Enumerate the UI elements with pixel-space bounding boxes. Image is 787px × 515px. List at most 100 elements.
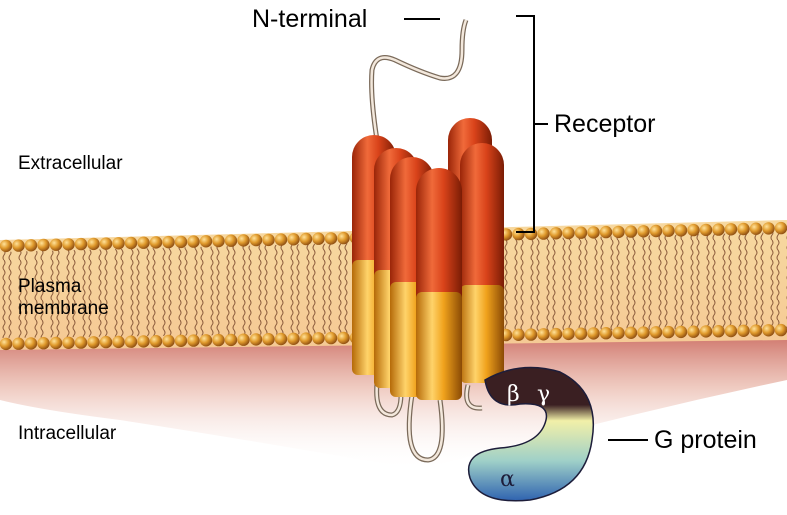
lipid-head <box>162 335 174 347</box>
lipid-head <box>612 327 624 339</box>
lipid-head <box>12 239 24 251</box>
receptor-label: Receptor <box>554 110 655 138</box>
lipid-head <box>650 225 662 237</box>
lipid-head <box>312 332 324 344</box>
lipid-head <box>87 238 99 250</box>
lipid-head <box>675 224 687 236</box>
lipid-head <box>150 335 162 347</box>
lipid-head <box>287 333 299 345</box>
lipid-head <box>112 336 124 348</box>
lipid-head <box>675 326 687 338</box>
lipid-head <box>187 334 199 346</box>
beta-subunit-label: β <box>507 383 520 407</box>
lipid-head <box>50 239 62 251</box>
lipid-head <box>562 328 574 340</box>
n-terminal-chain <box>372 20 466 140</box>
lipid-head <box>512 228 524 240</box>
lipid-head <box>725 223 737 235</box>
lipid-head <box>512 329 524 341</box>
lipid-head <box>587 327 599 339</box>
lipid-head <box>37 239 49 251</box>
lipid-head <box>575 227 587 239</box>
lipid-head <box>562 227 574 239</box>
lipid-head <box>775 324 787 336</box>
lipid-head <box>612 226 624 238</box>
lipid-head <box>300 233 312 245</box>
lipid-head <box>250 333 262 345</box>
lipid-head <box>600 327 612 339</box>
lipid-head <box>637 326 649 338</box>
lipid-head <box>262 234 274 246</box>
lipid-head <box>537 328 549 340</box>
lipid-head <box>150 236 162 248</box>
lipid-head <box>575 328 587 340</box>
lipid-head <box>687 224 699 236</box>
lipid-head <box>525 228 537 240</box>
lipid-head <box>0 338 12 350</box>
lipid-head <box>275 333 287 345</box>
lipid-head <box>737 223 749 235</box>
lipid-head <box>212 334 224 346</box>
plasma-label: Plasma <box>18 276 81 298</box>
receptor-bracket <box>516 16 534 232</box>
lipid-head <box>250 234 262 246</box>
lipid-head <box>537 227 549 239</box>
lipid-head <box>137 335 149 347</box>
lipid-head <box>62 337 74 349</box>
lipid-head <box>700 224 712 236</box>
lipid-head <box>200 334 212 346</box>
lipid-head <box>237 234 249 246</box>
lipid-head <box>775 222 787 234</box>
lipid-head <box>337 332 349 344</box>
n-terminal-label: N-terminal <box>252 5 367 33</box>
lipid-head <box>712 325 724 337</box>
lipid-head <box>300 332 312 344</box>
gamma-subunit-label: γ <box>537 383 550 407</box>
lipid-head <box>50 337 62 349</box>
lipid-head <box>662 225 674 237</box>
lipid-head <box>662 326 674 338</box>
lipid-head <box>75 336 87 348</box>
lipid-head <box>312 233 324 245</box>
lipid-head <box>225 334 237 346</box>
lipid-head <box>737 325 749 337</box>
lipid-head <box>87 336 99 348</box>
extracellular-label: Extracellular <box>18 153 123 175</box>
lipid-head <box>712 223 724 235</box>
membrane-label: membrane <box>18 298 109 320</box>
lipid-head <box>37 337 49 349</box>
helix-group-front <box>374 148 462 400</box>
lipid-head <box>687 326 699 338</box>
lipid-head <box>100 237 112 249</box>
lipid-head <box>600 226 612 238</box>
lipid-head <box>762 324 774 336</box>
lipid-head <box>750 324 762 336</box>
lipid-head <box>0 240 12 252</box>
lipid-head <box>100 336 112 348</box>
lipid-head <box>587 226 599 238</box>
lipid-head <box>137 237 149 249</box>
lipid-head <box>750 223 762 235</box>
lipid-head <box>287 233 299 245</box>
lipid-head <box>187 235 199 247</box>
lipid-head <box>212 235 224 247</box>
lipid-head <box>112 237 124 249</box>
lipid-head <box>75 238 87 250</box>
alpha-subunit-label: α <box>500 468 515 492</box>
lipid-head <box>200 235 212 247</box>
lipid-head <box>625 327 637 339</box>
lipid-head <box>700 325 712 337</box>
lipid-head <box>175 236 187 248</box>
lipid-head <box>262 333 274 345</box>
lipid-head <box>25 239 37 251</box>
lipid-head <box>225 235 237 247</box>
lipid-head <box>125 336 137 348</box>
lipid-head <box>125 237 137 249</box>
lipid-head <box>725 325 737 337</box>
lipid-head <box>162 236 174 248</box>
lipid-head <box>637 225 649 237</box>
g-protein-label: G protein <box>654 426 757 454</box>
lipid-head <box>175 335 187 347</box>
lipid-head <box>62 238 74 250</box>
